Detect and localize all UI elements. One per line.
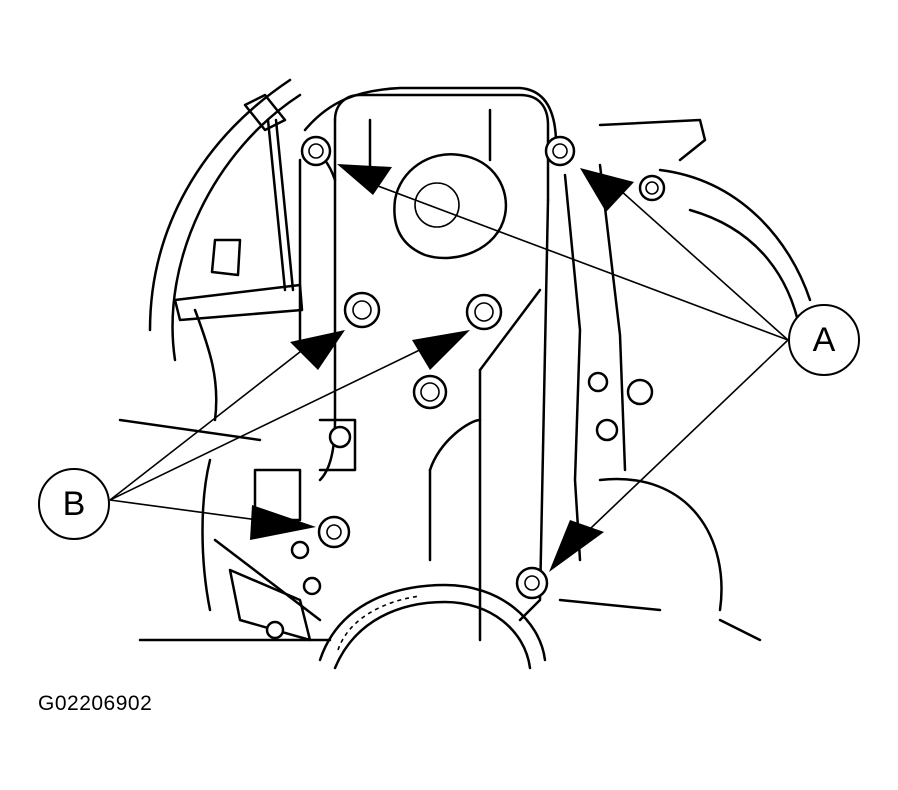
bolt-icon [465,293,503,331]
leaders-b [109,344,431,526]
bolt-icon [343,291,381,329]
bolt-icon [544,135,576,167]
engine-outline [118,78,812,642]
bosses [265,371,654,640]
arrow-icon [580,168,634,212]
callout-a: A [788,304,860,376]
arrow-icon [250,505,316,540]
bolt-icon [317,515,351,549]
arrow-icon [549,520,604,572]
arrowheads [250,164,634,572]
figure-code: G02206902 [38,692,153,715]
bolts [300,135,666,600]
dipstick-assembly [173,93,357,642]
bolt-icon [300,135,332,167]
arrow-icon [412,330,470,370]
callout-a-label: A [812,320,836,359]
callout-b-label: B [62,484,86,523]
leaders-a [361,179,789,549]
bolt-icon [638,174,666,202]
arrow-icon [290,330,345,370]
bolt-icon [515,566,549,600]
crankshaft-pulley [318,583,547,670]
timing-cover [298,93,627,642]
callout-b: B [38,468,110,540]
arrow-icon [337,164,392,195]
